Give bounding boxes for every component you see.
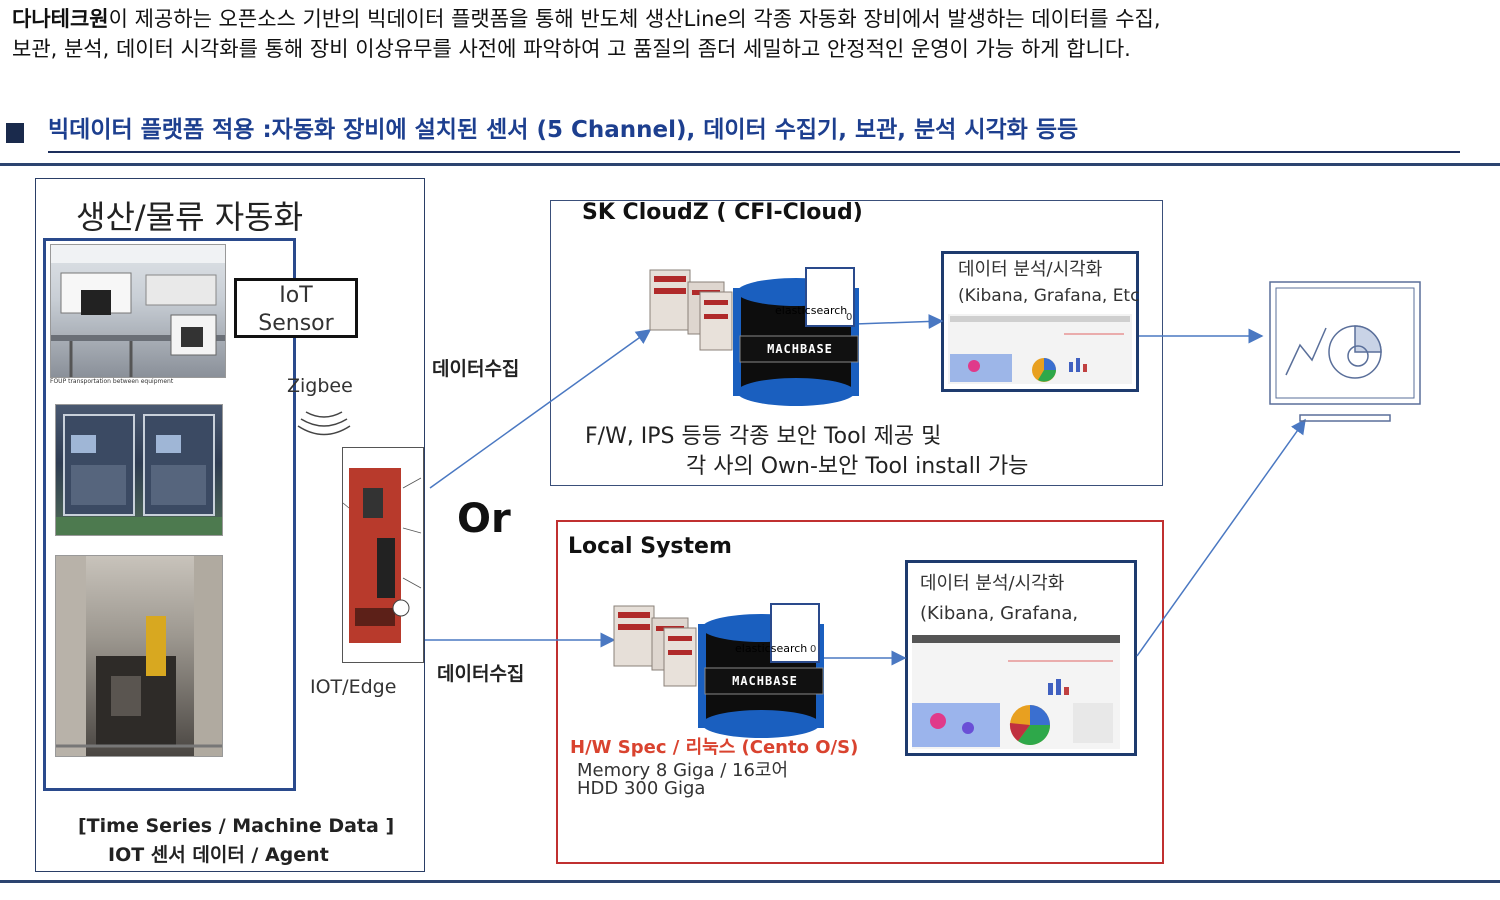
zigbee-label: Zigbee: [287, 375, 353, 397]
data-collect-label-cloud: 데이터수집: [432, 358, 520, 380]
or-label: Or: [457, 496, 511, 542]
arrow-local-viz-to-monitor: [1136, 418, 1306, 657]
cloud-visualization-panel: [941, 251, 1139, 392]
memory-spec: Memory 8 Giga / 16코어: [577, 760, 789, 781]
cloud-disk-badge: 0: [846, 312, 852, 323]
stocker-photo: [55, 555, 223, 757]
iot-sensor-line1: IoT: [279, 283, 313, 308]
hw-spec: H/W Spec / 리눅스 (Cento O/S): [570, 737, 859, 758]
heading-underline: [48, 151, 1460, 153]
arrow-cloud-db-to-viz: [854, 313, 944, 329]
cloud-title: SK CloudZ ( CFI-Cloud): [582, 200, 863, 225]
local-visualization-panel: [905, 560, 1137, 756]
cloud-server-cluster-icon: [649, 269, 733, 351]
cloud-panel: [550, 200, 1163, 486]
zigbee-signal-icon: [297, 411, 351, 436]
cloud-database-icon: [733, 267, 859, 406]
foup-transport-photo: [50, 244, 226, 378]
security-line1: F/W, IPS 등등 각종 보안 Tool 제공 및: [585, 424, 942, 449]
local-viz-title: 데이터 분석/시각화: [920, 573, 1065, 594]
bottom-divider: [0, 880, 1500, 883]
footer-time-series: [Time Series / Machine Data ]: [78, 815, 395, 837]
local-machbase-label: MACHBASE: [732, 674, 798, 688]
arrow-edge-to-cloud: [429, 329, 652, 489]
data-collect-label-local: 데이터수집: [437, 663, 525, 685]
local-server-cluster-icon: [613, 605, 697, 687]
local-system-panel: [556, 520, 1164, 864]
iot-edge-label: IOT/Edge: [310, 676, 397, 698]
iot-sensor-box: IoT Sensor: [234, 278, 358, 338]
iot-edge-board-image: [342, 447, 424, 663]
monitor-chart-icon: [1269, 281, 1421, 422]
local-disk-badge: 0: [810, 644, 816, 655]
equipment-photo-frame: [43, 238, 296, 791]
production-title: 생산/물류 자동화: [76, 198, 304, 236]
heading-bullet-icon: [6, 123, 24, 143]
company-name: 다나테크원: [12, 7, 109, 31]
hdd-spec: HDD 300 Giga: [577, 778, 706, 799]
local-title: Local System: [568, 534, 732, 559]
section-heading: 빅데이터 플랫폼 적용 :자동화 장비에 설치된 센서 (5 Channel),…: [48, 117, 1079, 143]
cloud-elasticsearch-label: elasticsearch: [775, 304, 847, 317]
iot-sensor-line2: Sensor: [258, 311, 334, 336]
production-panel: [35, 178, 425, 872]
top-divider: [0, 163, 1500, 166]
cloud-viz-title: 데이터 분석/시각화: [958, 259, 1103, 280]
cloud-viz-tools: (Kibana, Grafana, Etc: [958, 286, 1140, 306]
intro-line2: 보관, 분석, 데이터 시각화를 통해 장비 이상유무를 사전에 파악하여 고 …: [12, 37, 1131, 61]
local-database-icon: [698, 603, 824, 738]
equipment-rack-photo: [55, 404, 223, 536]
local-elasticsearch-label: elasticsearch: [735, 642, 807, 655]
cloud-machbase-label: MACHBASE: [767, 342, 833, 356]
security-line2: 각 사의 Own-보안 Tool install 가능: [686, 454, 1029, 479]
photo-caption: FOUP transportation between equipment: [50, 378, 174, 385]
intro-line1: 이 제공하는 오픈소스 기반의 빅데이터 플랫폼을 통해 반도체 생산Line의…: [108, 7, 1161, 31]
local-viz-tools: (Kibana, Grafana,: [920, 603, 1079, 624]
intro-text: 다나테크원이 제공하는 오픈소스 기반의 빅데이터 플랫폼을 통해 반도체 생산…: [12, 4, 1492, 64]
footer-iot-agent: IOT 센서 데이터 / Agent: [108, 844, 329, 866]
